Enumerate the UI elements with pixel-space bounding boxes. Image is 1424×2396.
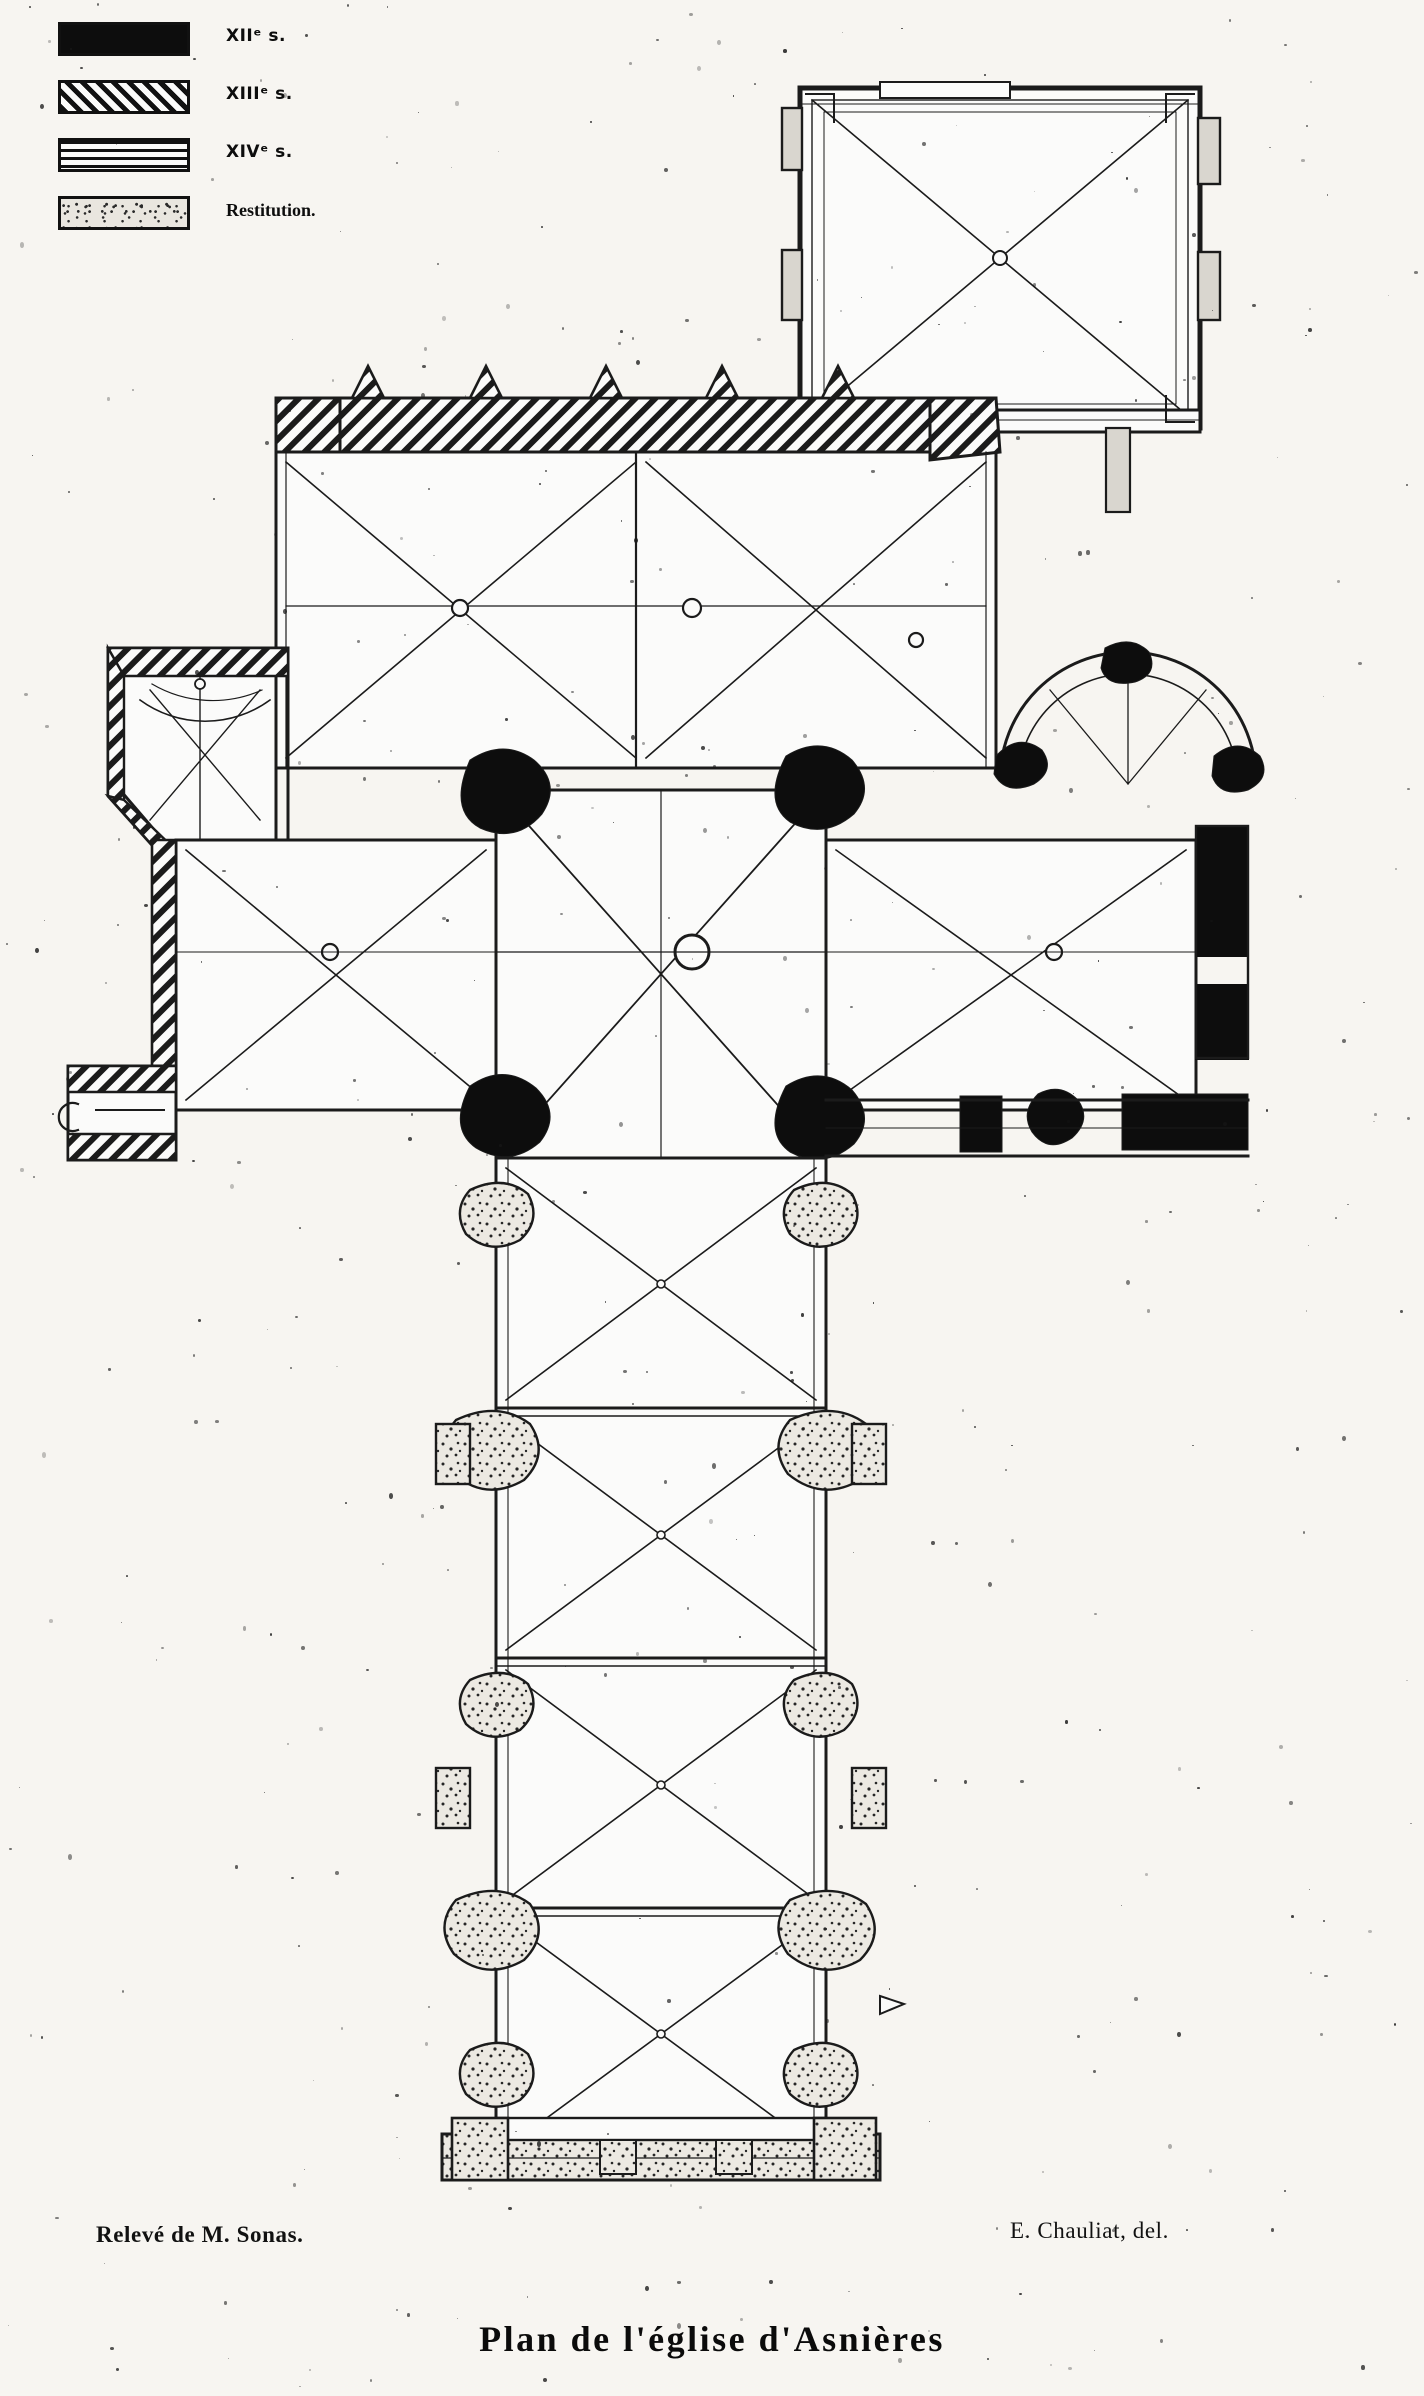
west-chapel: [104, 643, 290, 875]
legend-item-xii: XIIᵉ s.: [58, 22, 478, 80]
nave-piers: [434, 1181, 907, 2182]
north-chapel: [780, 81, 1222, 514]
legend-item-xiv: XIVᵉ s.: [58, 138, 478, 196]
legend-label-xiv: XIVᵉ s.: [226, 142, 293, 162]
legend-item-xiii: XIIIᵉ s.: [58, 80, 478, 138]
choir: [274, 363, 1002, 770]
legend-swatch-stipple: [58, 196, 190, 230]
legend-label-xii: XIIᵉ s.: [226, 26, 286, 46]
legend-swatch-diagonal-hatch: [58, 80, 190, 114]
apse-arch: [993, 641, 1265, 793]
page-title: Plan de l'église d'Asnières: [479, 2319, 945, 2359]
legend-label-restitution: Restitution.: [226, 200, 316, 220]
north-aisle: [57, 838, 498, 1162]
nave: [440, 1156, 882, 2182]
legend: XIIᵉ s. XIIIᵉ s. XIVᵉ s. Restitution.: [58, 22, 478, 254]
south-aisle: [824, 824, 1250, 1112]
crossing-piers: [459, 745, 865, 1160]
legend-label-xiii: XIIIᵉ s.: [226, 84, 293, 104]
legend-item-restitution: Restitution.: [58, 196, 478, 254]
crossing: [494, 788, 828, 1160]
legend-swatch-solid-black: [58, 22, 190, 56]
credit-surveyor: Relevé de M. Sonas.: [96, 2222, 304, 2247]
legend-swatch-horizontal-lines: [58, 138, 190, 172]
south-wall-masses: [824, 1088, 1250, 1158]
credit-draughtsman: E. Chauliat, del.: [1010, 2218, 1170, 2243]
